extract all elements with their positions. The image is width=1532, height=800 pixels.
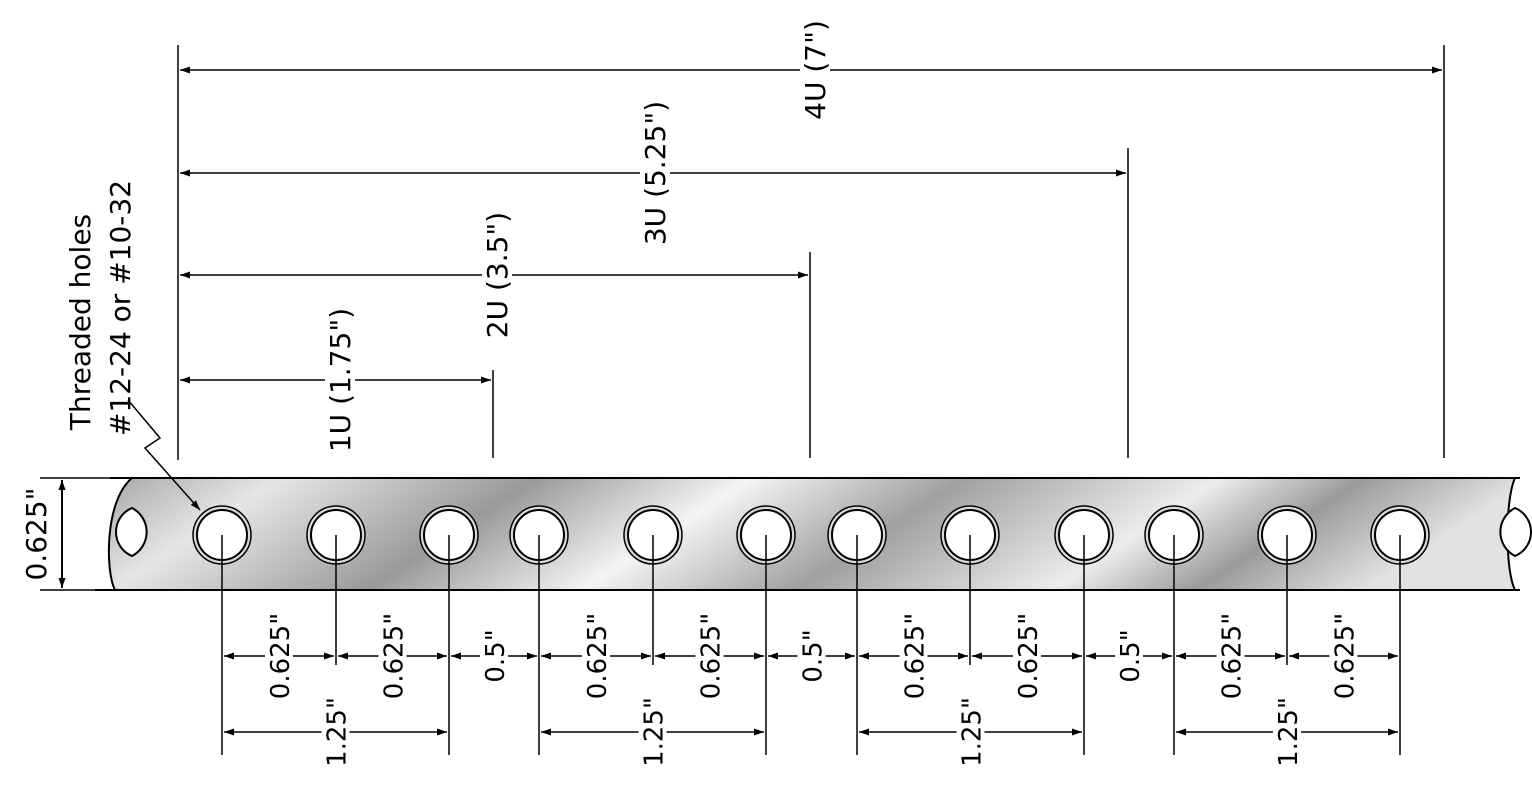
- unit-span: 1.25": [1176, 691, 1398, 773]
- threaded-hole: [1257, 505, 1317, 665]
- hole-spacing: 0.625": [541, 606, 651, 706]
- spacing-label: 0.625": [1014, 613, 1044, 699]
- spacing-label: 0.625": [1218, 613, 1248, 699]
- threaded-holes: [192, 505, 1430, 755]
- note-line-1: Threaded holes: [64, 214, 97, 431]
- spacing-label: 0.5": [481, 629, 511, 682]
- unit-span: 1.25": [224, 691, 447, 773]
- left-half-hole: [115, 506, 148, 558]
- right-half-hole: [1499, 506, 1532, 558]
- span-label: 1.25": [1274, 697, 1304, 767]
- unit-dimension-label: 4U (7"): [799, 20, 832, 120]
- unit-dimension-label: 2U (3.5"): [481, 212, 514, 338]
- spacing-label: 0.5": [1116, 629, 1146, 682]
- unit-dimensions: 1U (1.75") 2U (3.5") 3U (5.25") 4U (7"): [177, 12, 1445, 461]
- hole-spacing: 0.625": [972, 606, 1082, 706]
- span-label: 1.25": [323, 697, 353, 767]
- hole-spacing: 0.625": [859, 606, 968, 706]
- leader-line: [127, 399, 201, 511]
- unit-dimension: 2U (3.5"): [180, 203, 811, 458]
- unit-span: 1.25": [859, 691, 1082, 773]
- rail-height-dimension: 0.625": [20, 477, 110, 591]
- note-line-2: #12-24 or #10-32: [104, 180, 137, 436]
- hole-spacing: 0.5": [768, 623, 855, 689]
- spacing-label: 0.625": [583, 613, 613, 699]
- hole-spacing: 0.5": [451, 623, 537, 689]
- spacing-label: 0.625": [380, 613, 410, 699]
- unit-dimension-label: 1U (1.75"): [324, 308, 357, 452]
- threaded-hole: [1370, 505, 1430, 755]
- hole-spacing: 0.5": [1086, 623, 1172, 689]
- spacing-label: 0.625": [266, 613, 296, 699]
- unit-dimension: 1U (1.75"): [180, 299, 494, 461]
- unit-dimension-label: 3U (5.25"): [639, 101, 672, 245]
- threaded-hole: [940, 505, 1000, 665]
- span-label: 1.25": [640, 697, 670, 767]
- unit-span: 1.25": [541, 691, 764, 773]
- hole-spacing: 0.625": [1289, 606, 1398, 706]
- spacing-label: 0.625": [697, 613, 727, 699]
- span-label: 1.25": [958, 697, 988, 767]
- hole-spacing: 0.625": [655, 606, 764, 706]
- threaded-hole: [192, 505, 252, 755]
- unit-dimension: 4U (7"): [180, 12, 1445, 458]
- threaded-hole: [1144, 505, 1204, 755]
- hole-spacing: 0.625": [224, 606, 334, 706]
- unit-dimension: 3U (5.25"): [180, 92, 1129, 458]
- spacing-label: 0.5": [799, 629, 829, 682]
- threaded-hole: [1054, 505, 1114, 755]
- hole-spacing-dimensions: 0.625" 0.625" 0.5" 0.625" 0.625" 0.5" 0.625" 0.…: [224, 606, 1398, 706]
- unit-span-dimensions: 1.25" 1.25" 1.25" 1.25": [224, 691, 1398, 773]
- threaded-hole: [736, 505, 796, 755]
- hole-spacing: 0.625": [1176, 606, 1285, 706]
- spacing-label: 0.625": [1331, 613, 1361, 699]
- threaded-hole: [623, 505, 683, 665]
- threaded-hole: [306, 505, 366, 665]
- rail: [95, 477, 1532, 755]
- threaded-holes-note: Threaded holes #12-24 or #10-32: [64, 180, 201, 511]
- rail-height-label: 0.625": [20, 487, 53, 580]
- spacing-label: 0.625": [901, 613, 931, 699]
- hole-spacing: 0.625": [338, 606, 447, 706]
- threaded-hole: [419, 505, 479, 755]
- threaded-hole: [827, 505, 887, 755]
- threaded-hole: [509, 505, 569, 755]
